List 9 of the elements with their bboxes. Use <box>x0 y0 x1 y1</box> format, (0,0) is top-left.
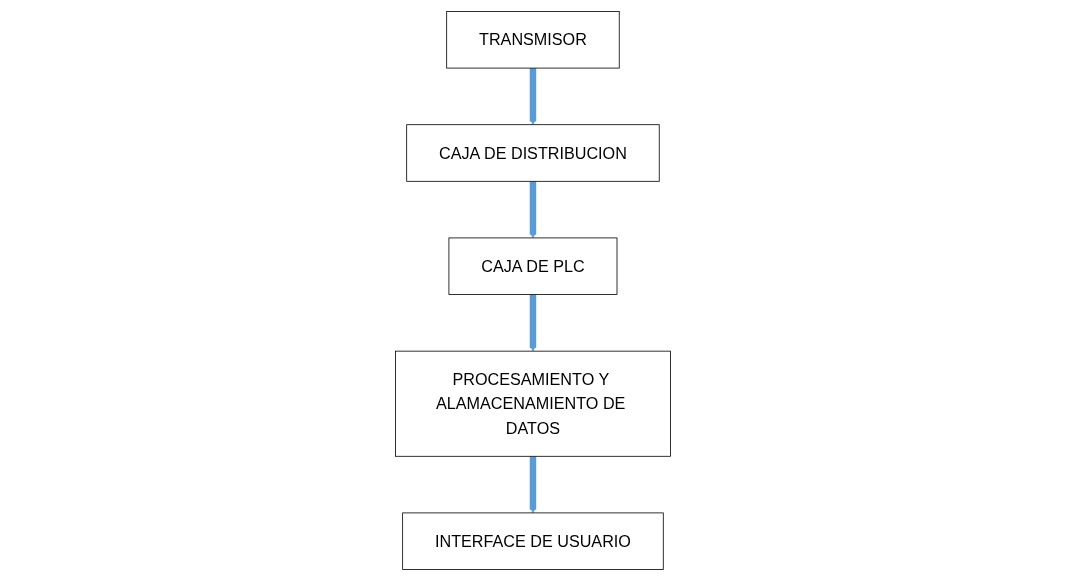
node-box: PROCESAMIENTO Y ALAMACENAMIENTO DE DATOS <box>395 350 671 457</box>
node-box: CAJA DE PLC <box>448 237 618 295</box>
node-box: CAJA DE DISTRIBUCION <box>406 124 660 182</box>
arrow <box>529 68 537 125</box>
arrow <box>529 294 537 352</box>
arrow <box>529 181 537 239</box>
arrow <box>529 456 537 514</box>
node-box: INTERFACE DE USUARIO <box>402 512 664 570</box>
node-box: TRANSMISOR <box>446 11 620 69</box>
